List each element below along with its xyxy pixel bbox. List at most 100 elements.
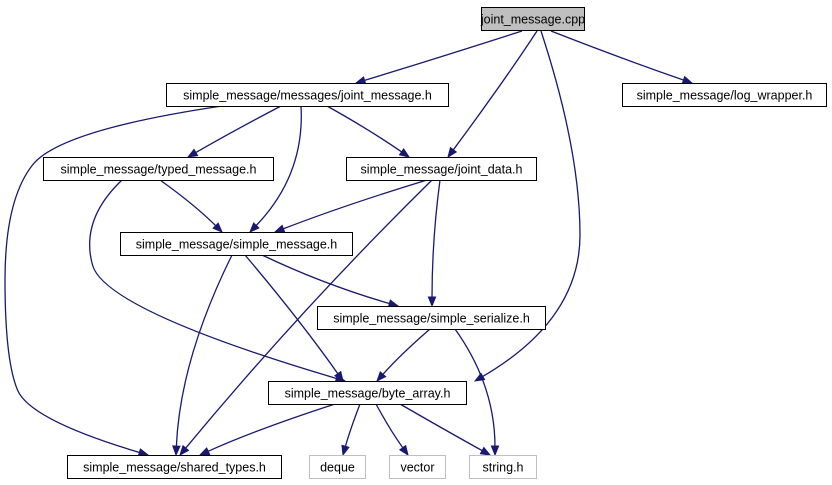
arrowhead-icon — [212, 222, 223, 233]
edge-line — [363, 30, 523, 82]
node-label: simple_message/byte_array.h — [285, 387, 451, 401]
node-label: joint_message.cpp — [480, 13, 585, 27]
edge-line — [4, 105, 223, 454]
node-msgs-joint-message[interactable]: simple_message/messages/joint_message.h — [166, 83, 449, 107]
arrowhead-icon — [137, 448, 150, 457]
arrowhead-icon — [427, 296, 437, 308]
node-label: simple_message/log_wrapper.h — [637, 89, 813, 103]
node-label: simple_message/messages/joint_message.h — [183, 89, 432, 103]
edge-joint_data-to-shared_types — [179, 179, 433, 457]
edge-line — [399, 403, 484, 452]
node-box — [268, 381, 467, 405]
arrowhead-icon — [333, 370, 344, 383]
node-box — [317, 306, 546, 330]
arrowhead-icon — [398, 444, 409, 457]
node-box — [469, 455, 537, 479]
node-label: vector — [400, 461, 434, 475]
edge-joint_data-to-simple_serialize — [427, 179, 441, 308]
arrowhead-icon — [249, 222, 260, 233]
arrowhead-icon — [479, 446, 492, 456]
arrowhead-icon — [172, 445, 181, 457]
edge-line — [207, 403, 336, 453]
edges-layer — [4, 30, 694, 457]
edge-line — [381, 328, 431, 376]
edge-typed_message-to-simple_message — [159, 179, 223, 233]
edge-msgs_joint_message-to-typed_message — [186, 105, 282, 158]
node-box — [389, 455, 446, 479]
node-string-h: string.h — [469, 455, 537, 479]
arrowhead-icon — [354, 76, 367, 85]
edge-root-to-log_wrapper — [550, 30, 694, 84]
edge-root-to-joint_data — [447, 30, 538, 159]
node-box — [166, 83, 449, 107]
edge-line — [326, 105, 403, 153]
node-byte-array[interactable]: simple_message/byte_array.h — [268, 381, 467, 405]
edge-byte_array-to-string_h — [399, 403, 492, 456]
edge-line — [184, 179, 433, 450]
edge-joint_data-to-simple_message — [273, 179, 428, 233]
arrowhead-icon — [681, 75, 694, 84]
edge-line — [481, 30, 581, 378]
node-box — [67, 455, 282, 479]
edge-simple_serialize-to-string_h — [454, 328, 500, 457]
nodes-layer: joint_message.cpp simple_message/messages… — [43, 7, 827, 479]
node-label: simple_message/shared_types.h — [83, 461, 266, 475]
node-deque: deque — [309, 455, 366, 479]
edge-simple_message-to-shared_types — [172, 254, 233, 457]
edge-line — [194, 105, 282, 154]
edge-msgs_joint_message-to-joint_data — [326, 105, 411, 158]
arrowhead-icon — [179, 444, 190, 457]
node-simple-message[interactable]: simple_message/simple_message.h — [120, 232, 353, 256]
arrowhead-icon — [398, 148, 411, 158]
edge-simple_message-to-byte_array — [244, 254, 344, 383]
node-label: simple_message/simple_serialize.h — [333, 312, 530, 326]
edge-line — [375, 403, 404, 449]
edge-root-to-msgs_joint_message — [354, 30, 523, 85]
arrowhead-icon — [186, 148, 199, 158]
node-simple-serialize[interactable]: simple_message/simple_serialize.h — [317, 306, 546, 330]
node-vector: vector — [389, 455, 446, 479]
edge-line — [344, 403, 361, 448]
arrowhead-icon — [198, 447, 211, 456]
arrowhead-icon — [387, 299, 400, 308]
edge-byte_array-to-vector — [375, 403, 409, 457]
edge-line — [452, 30, 538, 151]
edge-line — [255, 105, 302, 227]
node-label: deque — [320, 461, 355, 475]
arrowhead-icon — [490, 445, 500, 457]
edge-line — [282, 179, 428, 230]
arrowhead-icon — [341, 444, 350, 457]
node-box — [309, 455, 366, 479]
node-shared-types[interactable]: simple_message/shared_types.h — [67, 455, 282, 479]
node-box — [622, 83, 827, 107]
edge-simple_serialize-to-byte_array — [376, 328, 431, 383]
edge-line — [175, 254, 233, 448]
edge-byte_array-to-shared_types — [198, 403, 336, 456]
edge-line — [261, 254, 391, 305]
edge-byte_array-to-deque — [341, 403, 361, 457]
node-label: simple_message/simple_message.h — [136, 238, 338, 252]
node-typed-message[interactable]: simple_message/typed_message.h — [43, 157, 274, 181]
edge-line — [244, 254, 339, 375]
edge-simple_message-to-simple_serialize — [261, 254, 400, 308]
node-label: string.h — [483, 461, 524, 475]
node-joint-data[interactable]: simple_message/joint_data.h — [346, 157, 537, 181]
edge-line — [550, 30, 685, 81]
node-root[interactable]: joint_message.cpp — [480, 7, 585, 31]
node-label: simple_message/joint_data.h — [361, 163, 523, 177]
edge-line — [159, 179, 217, 227]
node-box — [481, 7, 585, 31]
edge-line — [454, 328, 496, 448]
arrowhead-icon — [273, 224, 286, 233]
edge-typed_message-to-byte_array — [89, 179, 347, 383]
node-box — [346, 157, 537, 181]
node-box — [43, 157, 274, 181]
edge-line — [431, 179, 441, 299]
arrowhead-icon — [376, 371, 387, 383]
node-label: simple_message/typed_message.h — [61, 163, 257, 177]
node-box — [120, 232, 353, 256]
edge-line — [89, 179, 338, 380]
arrowhead-icon — [447, 146, 458, 159]
node-log-wrapper[interactable]: simple_message/log_wrapper.h — [622, 83, 827, 107]
